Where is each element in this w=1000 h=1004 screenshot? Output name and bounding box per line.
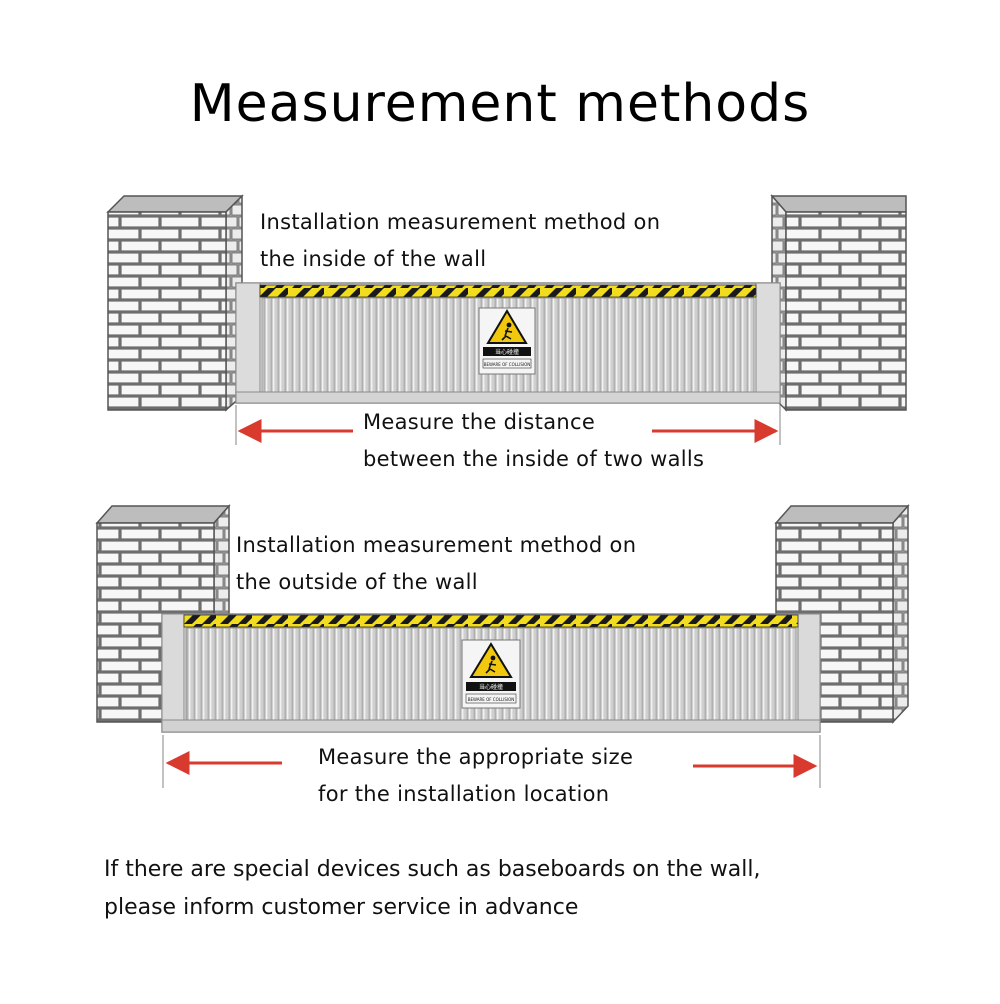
inside-wall-illustration: 当心碰撞 BEWARE OF COLLISION: [106, 194, 907, 445]
brick-pillar-icon: [770, 194, 907, 412]
sign-subtitle-text: BEWARE OF COLLISION: [468, 697, 514, 702]
outside-measure-line: for the installation location: [318, 782, 610, 806]
inside-measure-line: Measure the distance: [363, 410, 596, 434]
inside-measure-line: between the inside of two walls: [363, 447, 705, 471]
brick-pillar-icon: [106, 194, 244, 412]
warning-collision-icon: 当心碰撞 BEWARE OF COLLISION: [478, 307, 536, 375]
outside-method-label-line: the outside of the wall: [236, 570, 478, 594]
sign-title-text: 当心碰撞: [495, 348, 519, 356]
inside-method-label: Installation measurement method on the i…: [260, 204, 660, 278]
outside-method-label: Installation measurement method on the o…: [236, 527, 636, 601]
note-line: If there are special devices such as bas…: [104, 857, 761, 882]
inside-method-label-line: the inside of the wall: [260, 247, 487, 271]
outside-method-label-line: Installation measurement method on: [236, 533, 637, 557]
inside-method-label-line: Installation measurement method on: [260, 210, 661, 234]
inside-measure-instruction: Measure the distance between the inside …: [363, 404, 704, 478]
warning-collision-icon: 当心碰撞 BEWARE OF COLLISION: [461, 639, 521, 709]
customer-service-note: If there are special devices such as bas…: [104, 851, 760, 927]
outside-measure-line: Measure the appropriate size: [318, 745, 634, 769]
sign-subtitle-text: BEWARE OF COLLISION: [484, 362, 530, 367]
outside-wall-illustration: 当心碰撞 BEWARE OF COLLISION: [95, 504, 910, 788]
sign-title-text: 当心碰撞: [479, 683, 503, 691]
outside-measure-instruction: Measure the appropriate size for the ins…: [318, 739, 633, 813]
page-title: Measurement methods: [189, 74, 811, 134]
note-line: please inform customer service in advanc…: [104, 895, 579, 920]
